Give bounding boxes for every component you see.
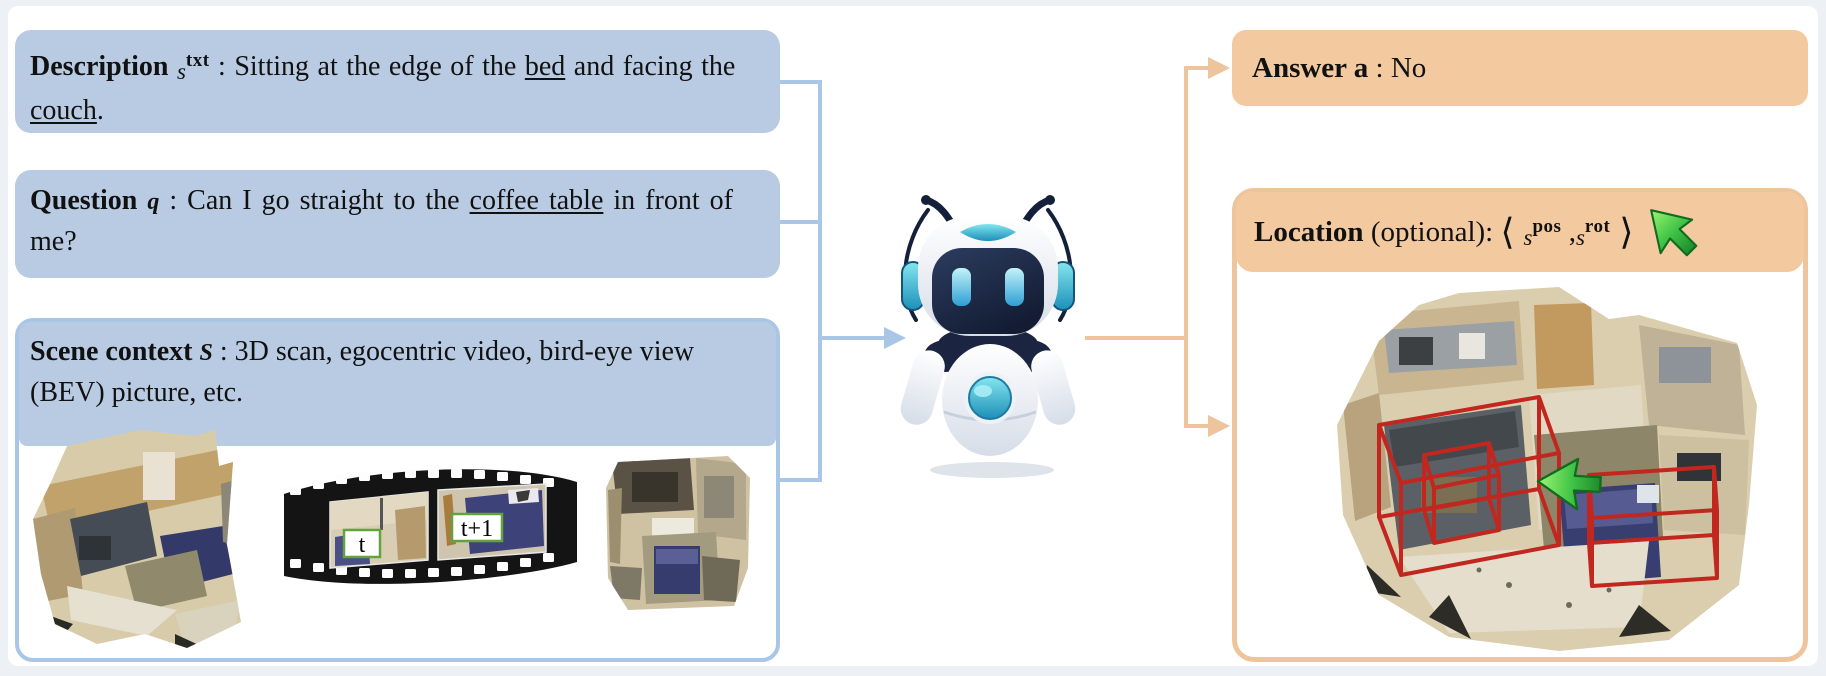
connector-right-vertical-line: [1184, 66, 1188, 428]
arrow-to-answer-icon: [1208, 57, 1230, 79]
connector-to-answer-line: [1186, 66, 1210, 70]
answer-box: Answer a : No: [1232, 30, 1808, 106]
location-s-rot: s: [1575, 225, 1585, 250]
description-colon: :: [209, 51, 235, 82]
question-box: Question q : Can I go straight to the co…: [15, 170, 780, 278]
film-frame-t-label: t: [359, 532, 366, 558]
scene-colon: :: [212, 336, 235, 367]
location-pos-sup: pos: [1532, 216, 1562, 237]
location-header: Location (optional): ⟨ spos ,srot ⟩: [1236, 192, 1804, 272]
arrow-to-robot-icon: [884, 327, 906, 349]
answer-colon: :: [1368, 51, 1391, 84]
description-box: Description stxt : Sitting at the edge o…: [15, 30, 780, 133]
red-bbox-couch: [1377, 395, 1561, 577]
scan3d-thumbnail: [33, 430, 241, 648]
scene-symbol: S: [199, 340, 213, 366]
description-text-2: and facing the: [565, 51, 736, 82]
location-s-pos: s: [1523, 225, 1533, 250]
egocentric-video-filmstrip: t t+1: [284, 469, 577, 584]
scene-context-box: Scene context S : 3D scan, egocentric vi…: [15, 318, 780, 662]
question-text-1: Can I go straight to the: [187, 185, 470, 216]
description-underline-bed: bed: [524, 51, 566, 82]
answer-symbol: a: [1353, 51, 1369, 84]
location-rot-sup: rot: [1584, 216, 1611, 237]
location-rangle: ⟩: [1610, 212, 1634, 252]
description-label: Description: [30, 51, 177, 82]
scene-label: Scene context: [30, 336, 200, 367]
connector-scene-line: [780, 478, 820, 482]
description-symbol: s: [176, 59, 186, 84]
red-bbox-bed: [1587, 465, 1719, 588]
connector-to-robot-line: [820, 336, 886, 340]
question-symbol: q: [147, 189, 160, 215]
description-text-3: .: [96, 95, 104, 126]
location-optional: (optional):: [1363, 216, 1501, 248]
location-label: Location: [1254, 216, 1364, 248]
location-langle: ⟨: [1500, 212, 1524, 252]
answer-label: Answer: [1252, 51, 1354, 84]
connector-from-robot-line: [1085, 336, 1186, 340]
question-text-2: in front of me?: [30, 185, 733, 257]
bev-picture-thumbnail: [606, 456, 750, 610]
green-cursor-arrow-icon: [1650, 209, 1698, 257]
film-frame-t1-label: t+1: [461, 516, 493, 542]
connector-left-vertical-line: [818, 80, 822, 482]
description-text-1: Sitting at the edge of the: [234, 51, 525, 82]
question-underline-coffee-table: coffee table: [469, 185, 604, 216]
description-symbol-sup: txt: [185, 50, 210, 71]
question-label: Question: [30, 185, 148, 216]
connector-question-line: [780, 220, 820, 224]
robot-icon: [900, 195, 1076, 478]
connector-to-location-line: [1186, 424, 1210, 428]
robot-shadow: [930, 462, 1054, 478]
scene-text: 3D scan, egocentric video, bird-eye view…: [30, 336, 695, 408]
location-box: Location (optional): ⟨ spos ,srot ⟩: [1232, 188, 1808, 662]
connector-description-line: [780, 80, 820, 84]
description-underline-couch: couch: [30, 95, 97, 126]
question-colon: :: [159, 185, 188, 216]
arrow-to-location-icon: [1208, 415, 1230, 437]
location-scan-image: [1337, 287, 1757, 651]
location-comma: ,: [1561, 216, 1576, 248]
answer-value: No: [1390, 51, 1427, 84]
scene-context-header: Scene context S : 3D scan, egocentric vi…: [19, 322, 776, 446]
